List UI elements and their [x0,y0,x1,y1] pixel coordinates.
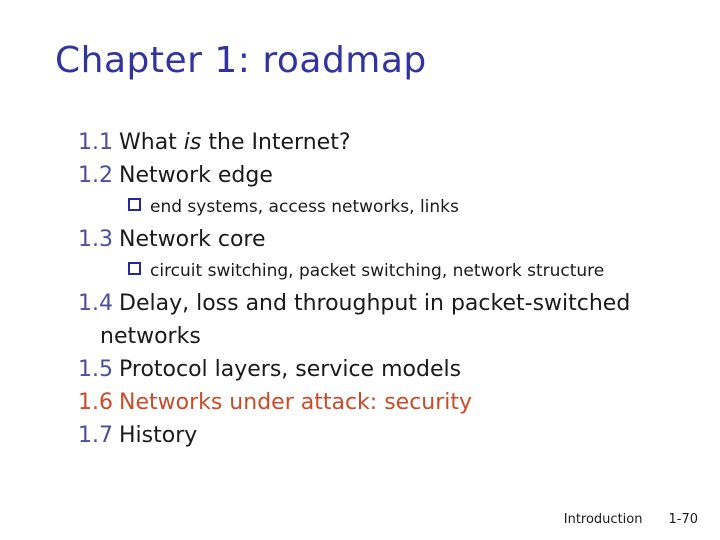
slide-footer: Introduction 1-70 [564,512,698,527]
item-text: Delay, loss and throughput in packet-swi… [119,291,631,316]
item-number: 1.6 [78,390,113,415]
item-text-wrapped-line: networks [100,324,201,349]
item-number: 1.2 [78,163,113,188]
item-text: Network core [119,227,266,252]
item-text: the Internet? [201,130,351,155]
sub-list-item: circuit switching, packet switching, net… [128,256,678,287]
item-text: History [119,423,198,448]
square-bullet-icon [128,262,141,275]
footer-section-label: Introduction [563,512,643,527]
item-text: Networks under attack: security [119,390,473,415]
item-text: Protocol layers, service models [119,357,462,382]
item-text: Network edge [119,163,273,188]
sub-item-text: end systems, access networks, links [150,197,459,217]
item-number: 1.7 [78,423,113,448]
sub-list-item: end systems, access networks, links [128,192,678,223]
slide-title: Chapter 1: roadmap [55,40,427,81]
square-bullet-icon [128,198,141,211]
item-number: 1.5 [78,357,113,382]
item-number: 1.3 [78,227,113,252]
footer-page-number: 1-70 [668,512,698,527]
item-number: 1.4 [78,291,113,316]
sub-item-text: circuit switching, packet switching, net… [150,261,605,281]
item-text-italic: is [183,130,202,155]
item-number: 1.1 [78,130,113,155]
item-text: What [119,130,184,155]
